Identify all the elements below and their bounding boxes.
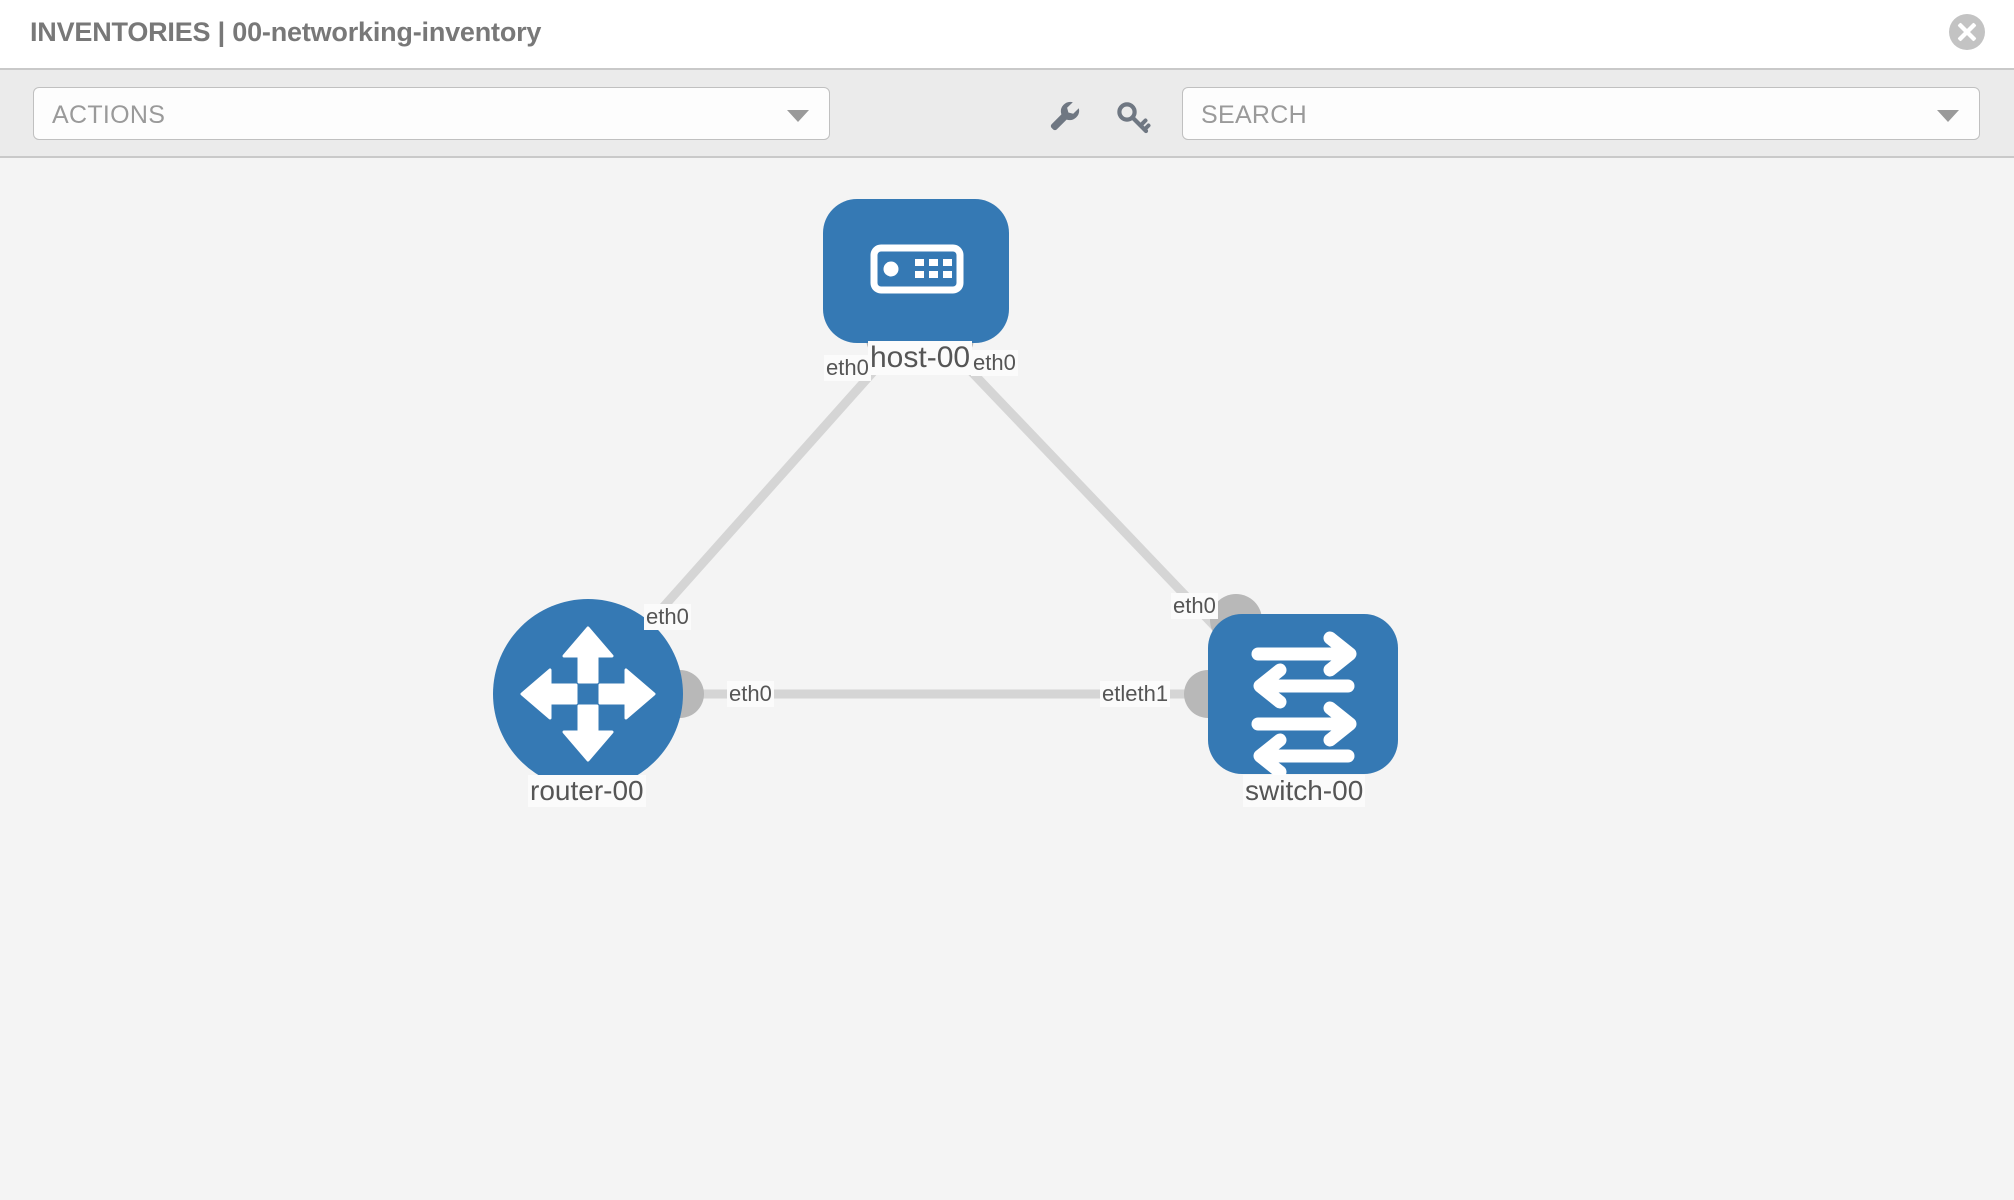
node-host-00 <box>823 199 1009 343</box>
edge-label-switch-up-eth0: eth0 <box>1171 593 1218 619</box>
wrench-icon[interactable] <box>1045 96 1085 136</box>
actions-dropdown-label: ACTIONS <box>52 101 166 129</box>
edge-label-host-right-eth0: eth0 <box>971 350 1018 376</box>
node-router-00 <box>493 599 683 789</box>
node-switch-00 <box>1208 614 1398 779</box>
edge-label-host-left-eth0: eth0 <box>824 355 871 381</box>
title-bar: INVENTORIES | 00-networking-inventory <box>0 0 2014 68</box>
node-label-host-00[interactable]: host-00 <box>868 341 973 375</box>
close-icon[interactable] <box>1949 14 1985 50</box>
topology-graph <box>493 199 1398 789</box>
toolbar: ACTIONS SEARCH <box>0 68 2014 158</box>
page-title: INVENTORIES | 00-networking-inventory <box>30 17 542 47</box>
node-label-router-00[interactable]: router-00 <box>528 775 646 807</box>
edge-label-router-up-eth0: eth0 <box>644 604 691 630</box>
edge-label-router-right-eth0: eth0 <box>727 681 774 707</box>
search-placeholder: SEARCH <box>1201 101 1307 129</box>
chevron-down-icon <box>787 110 809 122</box>
chevron-down-icon[interactable] <box>1937 110 1959 122</box>
edge-label-switch-left-eth1: etleth1 <box>1100 681 1171 707</box>
actions-dropdown[interactable]: ACTIONS <box>33 87 830 140</box>
edge-layer <box>596 340 1249 699</box>
topology-canvas[interactable]: host-00 router-00 switch-00 eth0 eth0 et… <box>0 158 2014 1200</box>
node-label-switch-00[interactable]: switch-00 <box>1243 775 1366 807</box>
search-input[interactable]: SEARCH <box>1182 87 1980 140</box>
key-icon[interactable] <box>1113 96 1153 136</box>
